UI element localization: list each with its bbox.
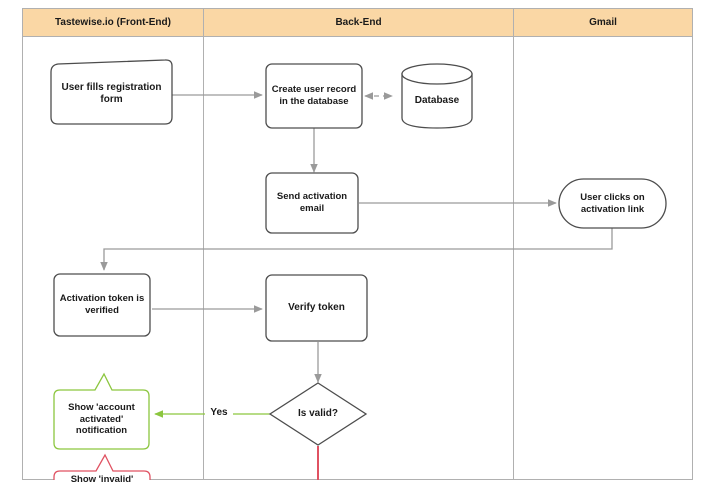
edge-layer: show account activated notification --> — [100, 91, 613, 480]
node-database-top-ellipse — [401, 63, 473, 85]
lane-header-gmail: Gmail — [514, 9, 692, 36]
node-verify-token-shape — [265, 274, 368, 342]
node-user-clicks-activation-link-shape — [558, 178, 667, 229]
node-activation-token-is-verified-shape — [53, 273, 151, 337]
node-create-user-record-shape — [265, 63, 363, 129]
node-layer — [50, 59, 667, 480]
node-show-account-activated-notification-shape — [53, 372, 150, 450]
node-send-activation-email-shape — [265, 172, 359, 234]
lane-header-frontend-label: Tastewise.io (Front-End) — [55, 17, 171, 28]
lane-header-frontend: Tastewise.io (Front-End) — [23, 9, 203, 36]
edge-user-click-to-token-verified-path — [100, 228, 613, 271]
node-show-invalid-notification-shape — [53, 453, 151, 480]
lane-header-gmail-label: Gmail — [589, 17, 617, 28]
node-user-fills-registration-form-shape — [50, 59, 173, 125]
lane-header-backend: Back-End — [204, 9, 513, 36]
node-is-valid-shape — [268, 382, 368, 446]
node-database-shape — [401, 73, 473, 129]
lane-header-backend-label: Back-End — [335, 17, 382, 28]
